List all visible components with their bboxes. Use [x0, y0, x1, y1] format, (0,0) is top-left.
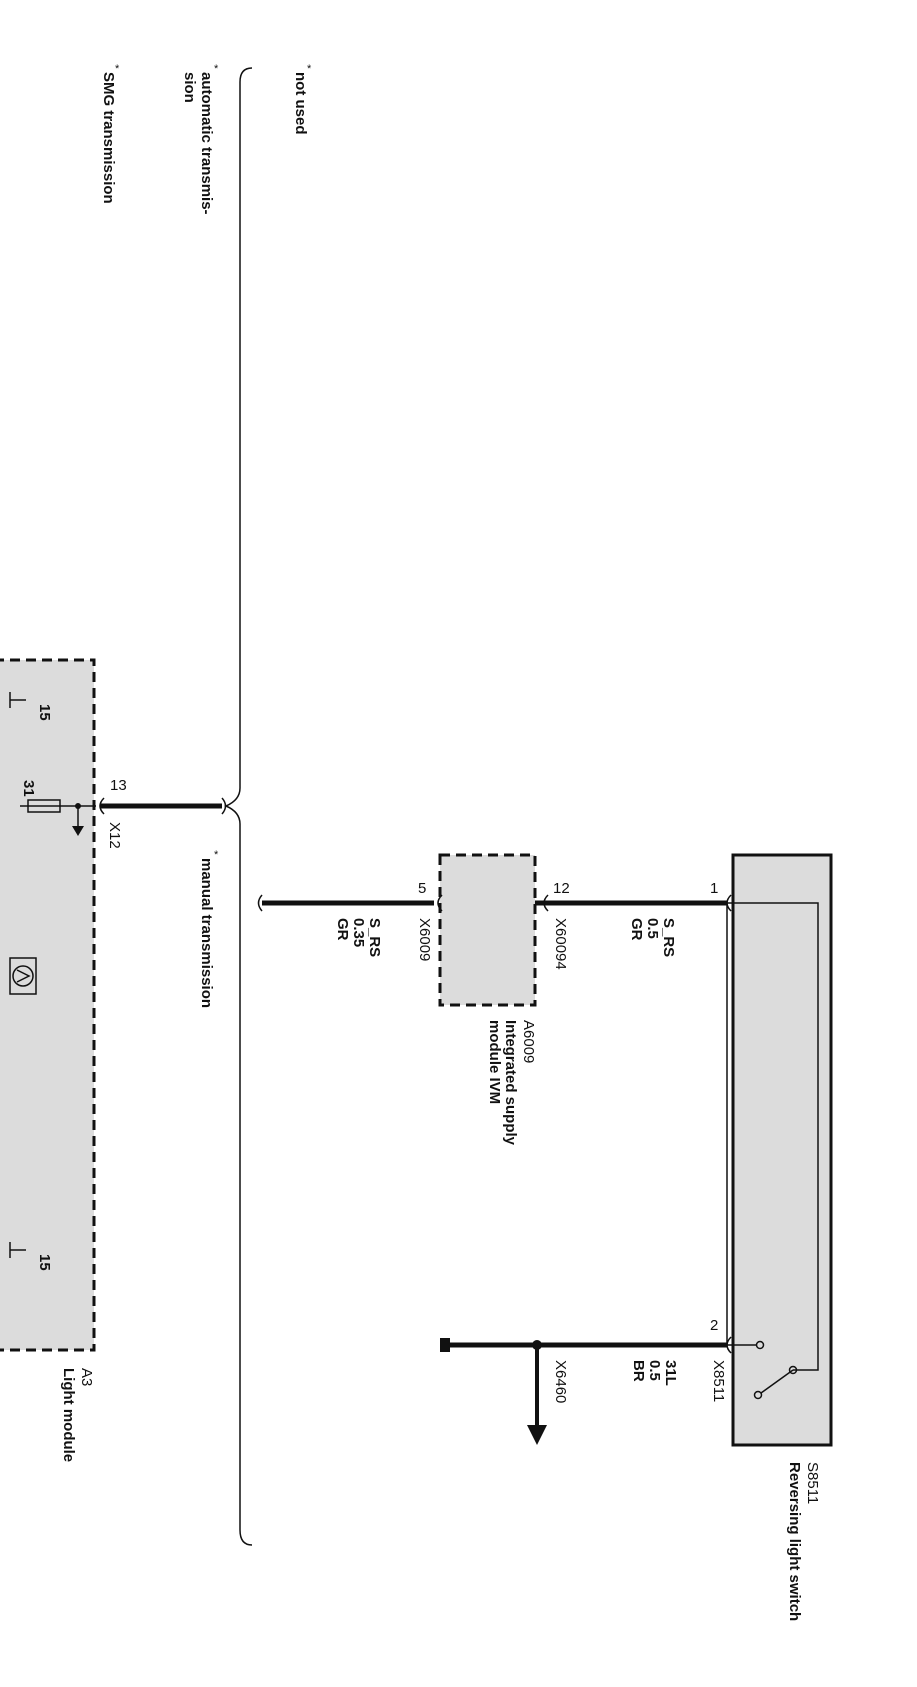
ivm-connector-in: X60094 — [552, 918, 569, 970]
note-marker-smg: * — [115, 63, 120, 75]
lamp-icon — [12, 965, 34, 987]
terminal-15-c: 15 — [36, 1254, 53, 1271]
note-marker-not-used: * — [307, 63, 312, 75]
ivm-connector-out: X6009 — [416, 918, 433, 961]
wire-top-signal: S_RS — [660, 918, 677, 957]
connector-symbol-x8511-pin2 — [726, 1336, 732, 1354]
switch-id: S8511 — [804, 1462, 821, 1504]
note-automatic-line2: sion — [181, 72, 198, 103]
switch-contact-node-a — [755, 1340, 765, 1350]
terminal-31: 31 — [20, 780, 37, 797]
connector-symbol-x6009 — [437, 894, 443, 912]
light-module-pin: 13 — [110, 777, 127, 794]
note-not-used: not used — [292, 72, 309, 135]
switch-contact-node-b — [788, 1365, 798, 1375]
note-manual: manual transmission — [198, 858, 215, 1008]
reversing-light-switch-box — [731, 853, 833, 1447]
note-automatic-line1: automatic transmis- — [198, 72, 215, 215]
wire-output-brace-tip — [257, 894, 263, 912]
wire-light-brace-tip — [221, 797, 227, 815]
wire-ground-color: BR — [630, 1360, 647, 1382]
ivm-pin-in: 12 — [553, 880, 570, 897]
ivm-module-box — [438, 853, 537, 1007]
terminal-15-a: 15 — [36, 704, 53, 721]
light-module-connector: X12 — [106, 822, 123, 849]
ivm-name-line1: Integrated supply — [502, 1020, 519, 1146]
light-module-name: Light module — [60, 1368, 77, 1462]
lamp-icon-frame — [9, 957, 37, 995]
switch-connector: X8511 — [710, 1360, 727, 1402]
note-marker-manual: * — [214, 849, 219, 861]
ivm-name-line2: module IVM — [486, 1020, 503, 1104]
note-marker-automatic: * — [214, 63, 219, 75]
connector-symbol-x60094 — [543, 894, 549, 912]
connector-symbol-x12 — [99, 797, 105, 815]
switch-name: Reversing light switch — [786, 1462, 803, 1621]
ivm-id: A6009 — [520, 1020, 537, 1063]
wire-out-signal: S_RS — [366, 918, 383, 957]
light-module-box — [0, 658, 96, 1352]
switch-blade — [760, 1369, 794, 1394]
wire-top-size: 0.5 — [644, 918, 661, 939]
connector-symbol-x8511-pin1 — [726, 894, 732, 912]
switch-pin-2: 2 — [710, 1317, 718, 1334]
switch-pin-1: 1 — [710, 880, 718, 897]
wire-ground-size: 0.5 — [646, 1360, 663, 1381]
wire-out-size: 0.35 — [350, 918, 367, 947]
wire-top-color: GR — [628, 918, 645, 941]
ground-connector: X6460 — [552, 1360, 569, 1403]
light-module-id: A3 — [78, 1368, 95, 1386]
ground-arrow-head-icon — [527, 1425, 547, 1445]
wire-out-color: GR — [334, 918, 351, 941]
brace-line — [224, 67, 253, 1546]
ivm-pin-out: 5 — [418, 880, 426, 897]
wire-ground-signal: 31L — [662, 1360, 679, 1386]
lamp-icon-inner — [16, 969, 31, 983]
switch-contact-node-c — [753, 1390, 763, 1400]
resistor-icon — [27, 799, 61, 813]
note-smg: SMG transmission — [100, 72, 117, 204]
switch-internal-line — [727, 902, 819, 1371]
light-internal-arrow-icon — [72, 826, 84, 836]
ground-terminal-icon — [440, 1338, 450, 1352]
